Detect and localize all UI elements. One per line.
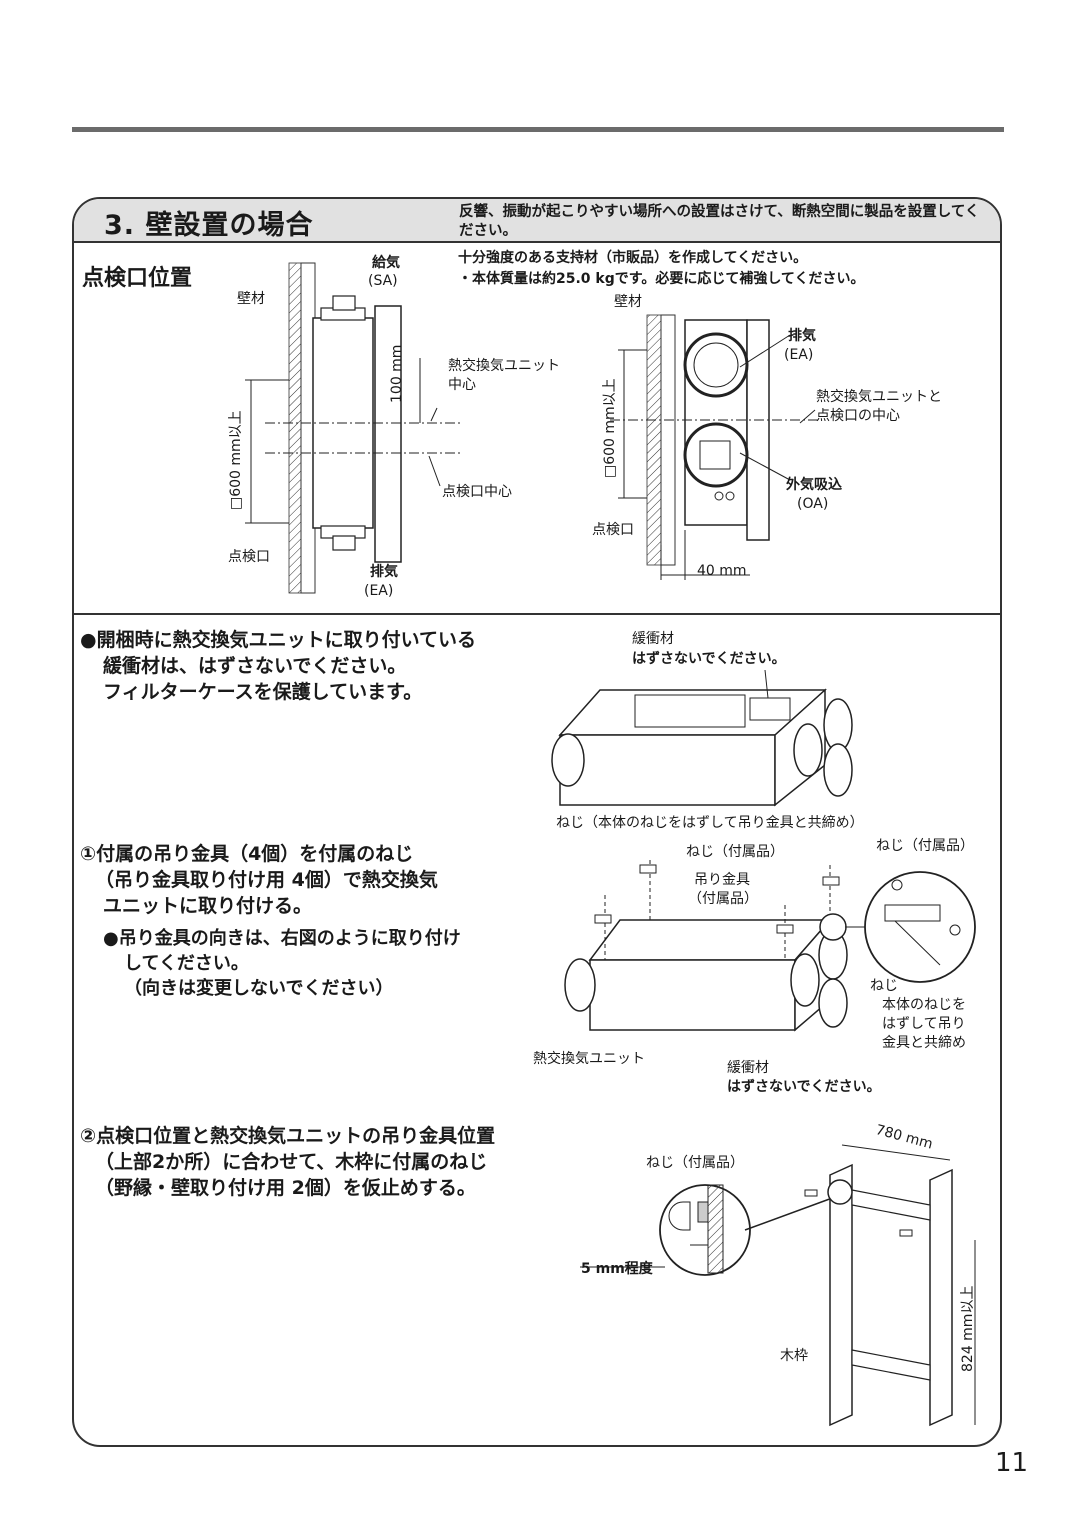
dim-5-label: 5 mm程度 (581, 1261, 653, 1277)
section-divider (74, 613, 1000, 615)
page-number: 11 (995, 1448, 1029, 1478)
section-frame: 3. 壁設置の場合 反響、振動が起こりやすい場所への設置はさけて、断熱空間に製品… (72, 197, 1002, 1447)
wood-frame-label: 木枠 (780, 1348, 808, 1364)
cushion-note-1: ●開梱時に熱交換気ユニットに取り付いている (80, 629, 477, 651)
unit-label: 熱交換気ユニット (533, 1051, 645, 1067)
top-rule (72, 127, 1004, 132)
zoom-note-2: はずして吊り (882, 1016, 966, 1032)
right-wall-label: 壁材 (614, 294, 642, 310)
zoom-screw-label: ねじ (870, 978, 898, 994)
support-note-1: 十分強度のある支持材（市販品）を作成してください。 (458, 250, 808, 266)
step2-line2: （上部2か所）に合わせて、木枠に付属のねじ (95, 1151, 488, 1173)
bracket-acc-label: （付属品） (688, 891, 758, 907)
step1-sub2: してください。 (124, 953, 249, 974)
screw-acc-zoom-label: ねじ（付属品） (876, 838, 974, 854)
support-note-2: ・本体質量は約25.0 kgです。必要に応じて補強してください。 (458, 271, 865, 287)
cushion-label-2: 緩衝材 (727, 1060, 769, 1076)
step1-sub3: （向きは変更しないでください） (124, 978, 394, 999)
left-unit-center-2: 中心 (448, 377, 476, 393)
section-title: 3. 壁設置の場合 (104, 210, 314, 241)
screw-acc-label: ねじ（付属品） (686, 844, 784, 860)
step2-line3: （野縁・壁取り付け用 2個）を仮止めする。 (95, 1177, 476, 1199)
wood-frame-illustration (580, 1144, 976, 1427)
section-note: 反響、振動が起こりやすい場所への設置はさけて、断熱空間に製品を設置してください。 (459, 204, 980, 239)
step1-sub1: ●吊り金具の向きは、右図のように取り付け (103, 928, 461, 949)
left-opening-label: 点検口 (228, 549, 270, 565)
step1-line1: ①付属の吊り金具（4個）を付属のねじ (80, 843, 414, 865)
cushion-note-2: 緩衝材は、はずさないでください。 (103, 655, 407, 677)
left-unit-center-1: 熱交換気ユニット (448, 358, 560, 374)
screw-body-label: ねじ（本体のねじをはずして吊り金具と共締め） (556, 815, 864, 831)
left-exhaust-label: 排気 (370, 564, 398, 580)
step1-line2: （吊り金具取り付け用 4個）で熱交換気 (95, 869, 438, 891)
left-opening-center: 点検口中心 (442, 484, 512, 500)
section-header: 3. 壁設置の場合 反響、振動が起こりやすい場所への設置はさけて、断熱空間に製品… (74, 199, 1000, 243)
right-opening-dim: □600 mm以上 (602, 378, 618, 478)
inspection-title: 点検口位置 (82, 266, 193, 291)
left-supply-code: (SA) (368, 273, 398, 289)
unit-illustration (551, 670, 853, 807)
bracket-label: 吊り金具 (694, 872, 750, 888)
right-inspection-diagram (610, 314, 820, 580)
left-dim-100: 100 mm (389, 344, 405, 403)
zoom-note-1: 本体のねじを (882, 997, 966, 1013)
step2-line1: ②点検口位置と熱交換気ユニットの吊り金具位置 (80, 1125, 496, 1147)
right-opening-label: 点検口 (592, 522, 634, 538)
right-exhaust-label: 排気 (788, 328, 816, 344)
right-center-2: 点検口の中心 (816, 408, 900, 424)
left-opening-dim: □600 mm以上 (228, 410, 244, 510)
left-supply-label: 給気 (372, 255, 400, 271)
right-dim-40: 40 mm (697, 563, 747, 579)
right-center-1: 熱交換気ユニットと (816, 389, 942, 405)
left-inspection-diagram (245, 262, 460, 594)
right-intake-code: (OA) (797, 496, 829, 512)
zoom-note-3: 金具と共締め (882, 1035, 966, 1051)
step1-line3: ユニットに取り付ける。 (103, 895, 313, 917)
dim-824-label: 824 mm以上 (960, 1285, 976, 1372)
cushion-warning-2: はずさないでください。 (727, 1079, 881, 1095)
cushion-warning: はずさないでください。 (632, 651, 786, 667)
right-exhaust-code: (EA) (784, 347, 814, 363)
frame-screw-label: ねじ（付属品） (646, 1155, 744, 1171)
cushion-label: 緩衝材 (632, 631, 674, 647)
left-wall-label: 壁材 (237, 291, 265, 307)
cushion-note-3: フィルターケースを保護しています。 (103, 681, 423, 703)
left-exhaust-code: (EA) (364, 583, 394, 599)
right-intake-label: 外気吸込 (786, 477, 842, 493)
bracket-illustration (564, 860, 976, 1032)
